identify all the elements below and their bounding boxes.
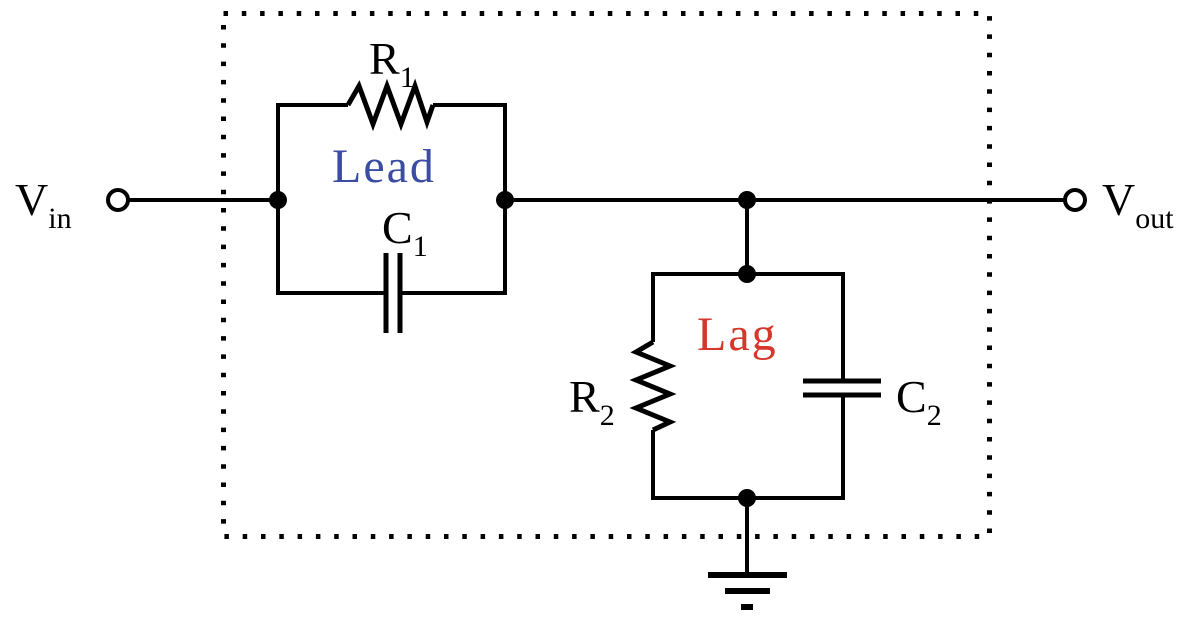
c2-label-main: C	[896, 371, 927, 422]
r1-label-main: R	[369, 33, 400, 84]
node-dot-lead-in	[269, 191, 287, 209]
vin-label-main: V	[15, 174, 48, 225]
dotted-boundary	[221, 11, 992, 539]
c2-label-sub: 2	[927, 399, 942, 432]
node-dot-lag-bottom	[738, 489, 756, 507]
capacitor-c2	[803, 378, 881, 398]
resistor-r2	[629, 339, 677, 433]
vout-terminal	[1063, 188, 1087, 212]
r1-label-sub: 1	[400, 61, 415, 94]
vout-label-sub: out	[1135, 202, 1174, 235]
output-wire	[505, 198, 1065, 274]
node-dot-output	[738, 191, 756, 209]
c1-label-sub: 1	[413, 230, 428, 263]
vin-label: Vin	[15, 174, 72, 235]
lag-section-label: Lag	[697, 308, 778, 361]
vin-terminal	[106, 188, 130, 212]
vout-label-main: V	[1102, 174, 1135, 225]
c2-label: C2	[896, 371, 942, 432]
ground-symbol	[708, 572, 787, 610]
vin-label-sub: in	[48, 202, 71, 235]
vout-label: Vout	[1102, 174, 1174, 235]
lead-section-label: Lead	[332, 140, 436, 193]
junction-nodes	[269, 191, 756, 507]
c1-label-main: C	[382, 202, 413, 253]
node-dot-lag-top	[738, 265, 756, 283]
r2-label: R2	[569, 371, 615, 432]
capacitor-c1	[383, 253, 403, 333]
lead-network-wires	[276, 103, 507, 295]
circuit-linework	[106, 11, 1087, 610]
node-dot-lead-out	[496, 191, 514, 209]
r2-label-main: R	[569, 371, 600, 422]
resistor-r1	[345, 78, 436, 132]
c1-label: C1	[382, 202, 428, 263]
r1-label: R1	[369, 33, 415, 94]
r2-label-sub: 2	[600, 399, 615, 432]
